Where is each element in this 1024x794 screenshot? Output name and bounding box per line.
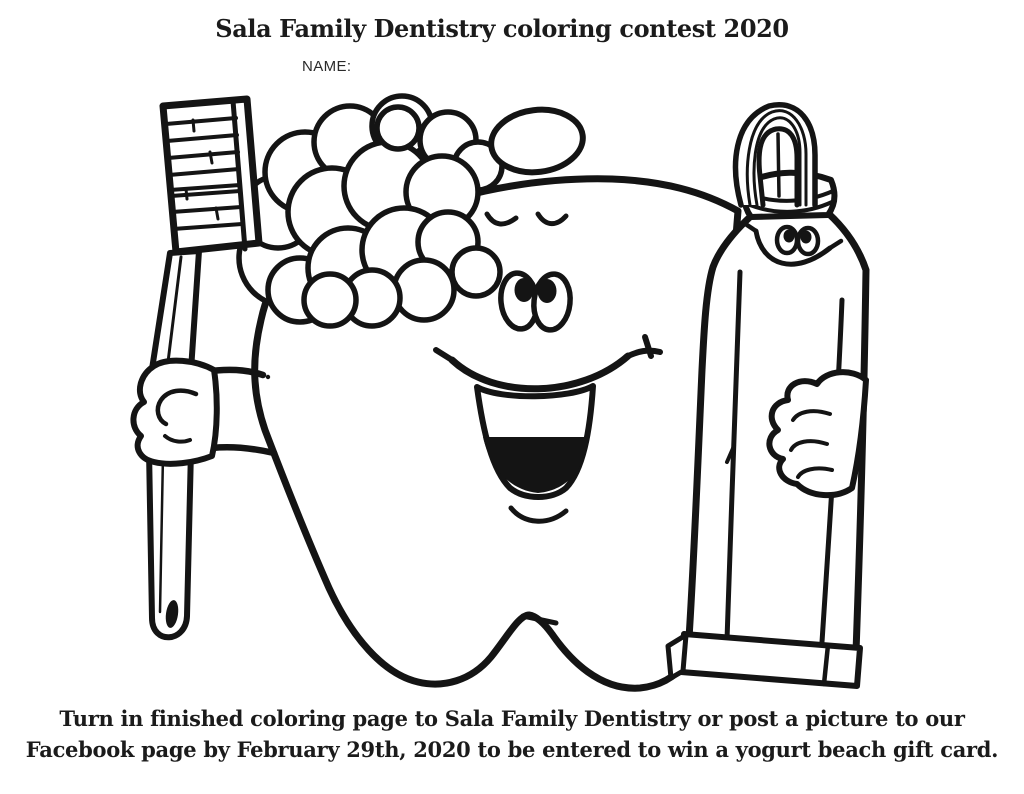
name-field-label: NAME: xyxy=(302,58,352,75)
toothbrush-bristles xyxy=(164,116,244,231)
tube-right-pupil xyxy=(800,230,812,244)
toothpaste-tube xyxy=(665,102,870,689)
footer-instructions: Turn in finished coloring page to Sala F… xyxy=(0,703,1024,765)
footer-line-2: Facebook page by February 29th, 2020 to … xyxy=(25,737,999,762)
tooth-left-arm xyxy=(130,357,278,467)
bubble-small xyxy=(374,104,422,152)
page-title: Sala Family Dentistry coloring contest 2… xyxy=(215,14,789,43)
root-notch-line xyxy=(520,613,559,626)
bubble-large xyxy=(488,106,586,176)
smile xyxy=(448,352,632,393)
ink-speck xyxy=(265,374,271,380)
toothbrush xyxy=(146,95,263,641)
soap-suds xyxy=(236,93,586,329)
chin-line xyxy=(508,505,569,524)
nozzle-line xyxy=(776,132,781,198)
tube-crimp xyxy=(665,631,863,689)
footer-line-1: Turn in finished coloring page to Sala F… xyxy=(59,706,965,731)
right-eyebrow xyxy=(535,211,569,227)
tube-smile xyxy=(753,228,833,267)
tube-face xyxy=(744,222,844,267)
tube-left-pupil xyxy=(783,229,795,243)
right-pupil xyxy=(537,279,557,303)
left-eyebrow xyxy=(484,211,519,227)
tooth-face xyxy=(433,211,663,524)
toothpaste-squirt xyxy=(732,102,818,208)
tooth-right-hand xyxy=(766,369,869,498)
left-pupil xyxy=(514,278,534,302)
tooth-fist xyxy=(130,357,220,467)
mouth-shadow xyxy=(483,437,589,493)
handle-hole xyxy=(165,600,179,628)
